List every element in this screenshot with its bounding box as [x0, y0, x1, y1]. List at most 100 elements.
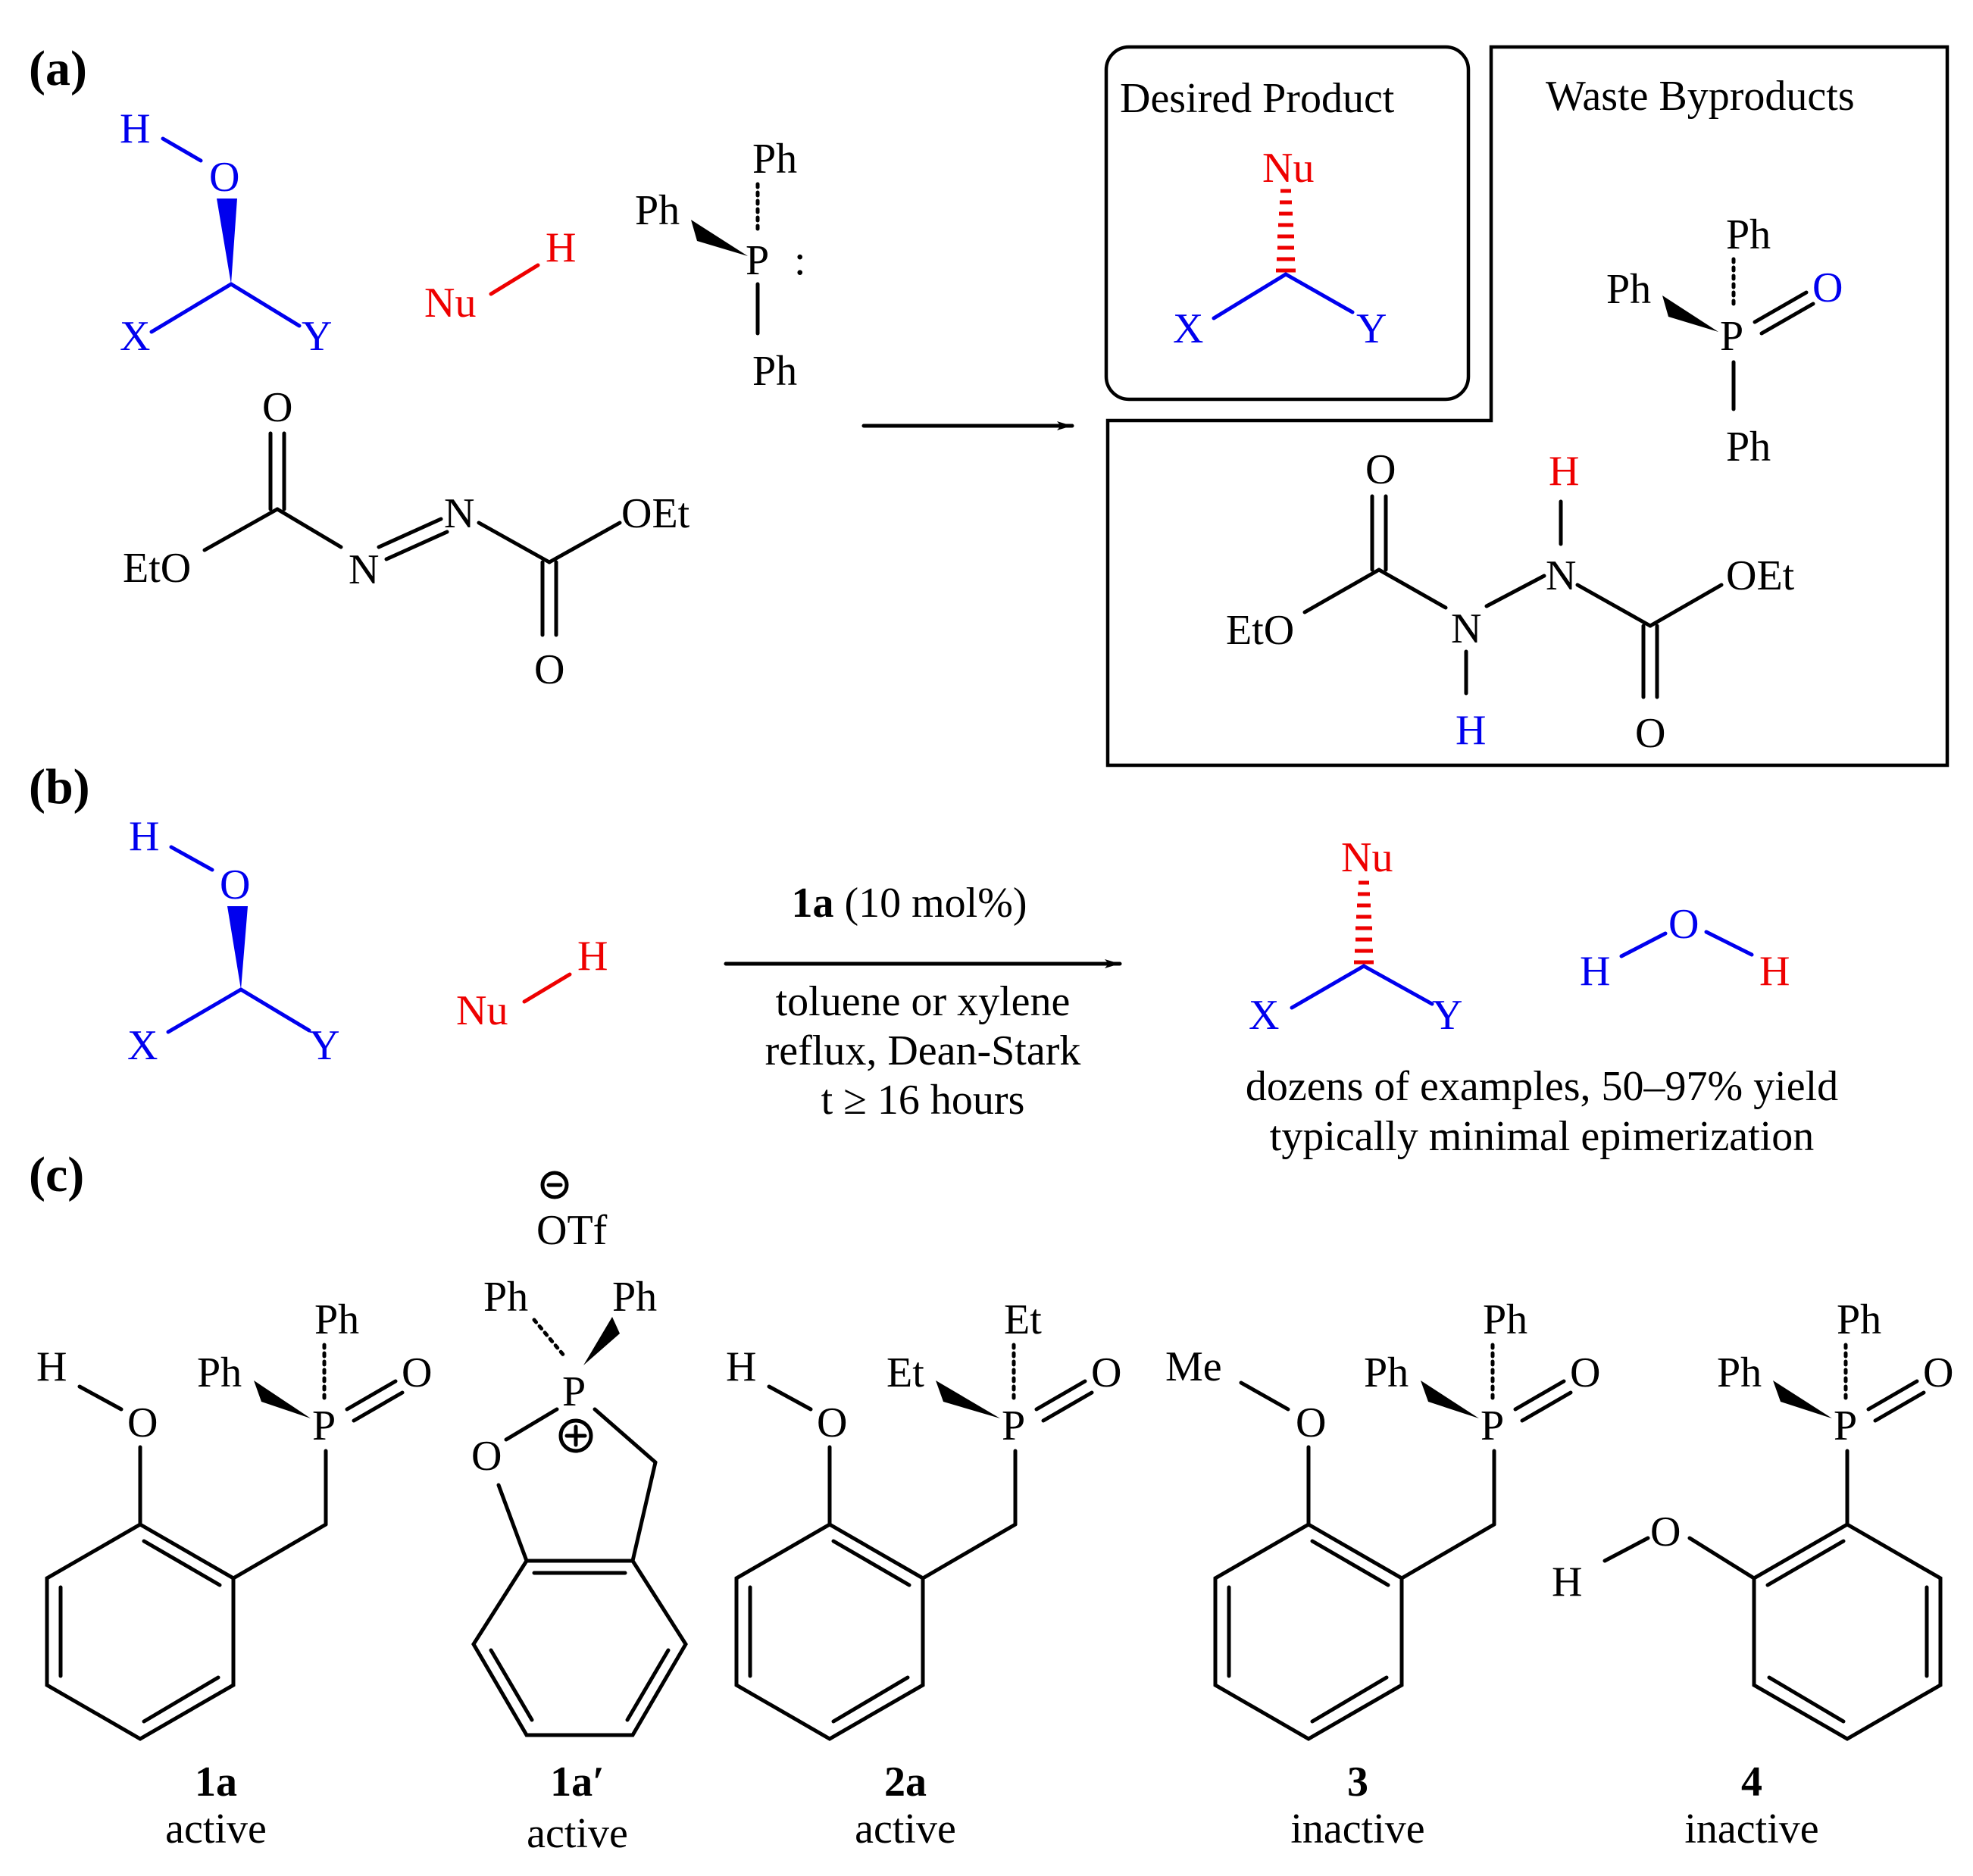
benzene-ring: [45, 1522, 236, 1741]
atom-ph: Ph: [1726, 211, 1771, 258]
nucleophile-a: Nu H: [424, 224, 576, 327]
atom-ph: Ph: [1726, 424, 1771, 471]
nucleophile-b: Nu H: [456, 933, 608, 1034]
atom-et: Et: [1004, 1296, 1042, 1343]
atom-n: N: [1451, 605, 1481, 652]
desired-product-box: Desired Product Nu X Y: [1104, 45, 1471, 402]
atom-x: X: [127, 1022, 158, 1069]
triphenylphosphine-oxide: Ph Ph P O Ph: [1606, 211, 1843, 471]
atom-oet: OEt: [1726, 552, 1795, 599]
atom-nu: Nu: [424, 280, 476, 327]
atom-ph: Ph: [1606, 266, 1651, 313]
condition-solvent: toluene or xylene: [776, 978, 1071, 1025]
desired-product-title: Desired Product: [1120, 75, 1395, 122]
panel-c: (c) H O P Ph Ph O 1a active: [29, 1147, 1953, 1857]
atom-p: P: [562, 1368, 586, 1415]
product-b: Nu X Y: [1249, 834, 1462, 1039]
atom-h: H: [1759, 948, 1790, 995]
atom-ph: Ph: [752, 348, 797, 395]
atom-ph: Ph: [483, 1274, 528, 1321]
compound-status: active: [165, 1806, 267, 1853]
compound-1a-prime: OTf Ph Ph P O 1a′ active: [471, 1171, 688, 1857]
atom-nu: Nu: [1262, 145, 1314, 192]
atom-y: Y: [1356, 305, 1387, 352]
atom-o: O: [1570, 1349, 1600, 1396]
atom-o: O: [817, 1399, 847, 1446]
compound-4: Ph Ph P O O H 4 inactive: [1552, 1296, 1953, 1853]
catalyst-condition: 1a (10 mol%): [791, 880, 1027, 927]
triphenylphosphine: Ph Ph P : Ph: [635, 136, 806, 395]
atom-o: O: [1296, 1399, 1326, 1446]
atom-o: O: [1650, 1509, 1681, 1556]
atom-o: O: [1923, 1349, 1953, 1396]
panel-b: (b) H O X Y Nu H 1a (10 mol%) toluene or…: [29, 759, 1838, 1160]
atom-n: N: [444, 490, 474, 537]
atom-et: Et: [886, 1349, 924, 1396]
atom-h: H: [1552, 1559, 1582, 1606]
atom-o: O: [471, 1433, 502, 1480]
dead-reagent: O EtO N N OEt O: [123, 384, 690, 693]
compound-3: Me O P Ph Ph O 3 inactive: [1165, 1296, 1600, 1853]
atom-o: O: [262, 384, 292, 431]
atom-o: O: [220, 861, 250, 908]
wedge-bond: [583, 1317, 620, 1365]
atom-p: P: [746, 237, 769, 284]
atom-me: Me: [1165, 1343, 1222, 1390]
atom-h: H: [577, 933, 608, 980]
atom-o: O: [1668, 901, 1699, 948]
plus-charge-icon: [558, 1418, 593, 1453]
atom-h: H: [1456, 707, 1486, 754]
benzene-ring: [471, 1559, 688, 1737]
atom-o: O: [209, 154, 239, 201]
atom-h: H: [1580, 948, 1610, 995]
atom-ph: Ph: [197, 1349, 242, 1396]
compound-status: active: [527, 1810, 628, 1857]
atom-y: Y: [302, 313, 332, 360]
atom-x: X: [120, 313, 150, 360]
atom-h: H: [36, 1343, 67, 1390]
atom-n: N: [1546, 552, 1576, 599]
atom-n: N: [349, 546, 379, 593]
atom-oet: OEt: [621, 490, 690, 537]
compound-label: 4: [1741, 1759, 1762, 1806]
alcohol-substrate-b: H O X Y: [127, 813, 339, 1069]
compound-status: inactive: [1290, 1806, 1424, 1853]
atom-h: H: [726, 1343, 756, 1390]
atom-otf: OTf: [536, 1207, 608, 1254]
hashed-bond: [1354, 880, 1374, 965]
atom-h: H: [129, 813, 159, 860]
wedge-bond: [1421, 1380, 1479, 1418]
compound-status: active: [855, 1806, 956, 1853]
water-byproduct: H O H: [1580, 901, 1790, 995]
panel-a: (a) H O X Y Nu H Ph Ph P : Ph: [29, 41, 1950, 768]
atom-nu: Nu: [1341, 834, 1393, 881]
wedge-bond: [936, 1380, 1000, 1418]
waste-byproducts-box: Waste Byproducts Ph Ph P O Ph O EtO: [1105, 45, 1950, 768]
benzene-ring: [1752, 1522, 1943, 1741]
atom-y: Y: [1432, 992, 1462, 1039]
atom-o: O: [1812, 264, 1843, 311]
atom-h: H: [546, 224, 576, 271]
compound-label: 1a: [195, 1759, 237, 1806]
atom-o: O: [1091, 1349, 1121, 1396]
atom-p: P: [1481, 1402, 1504, 1449]
lone-pair: :: [794, 237, 806, 284]
atom-ph: Ph: [635, 187, 680, 234]
alcohol-substrate-a: H O X Y: [120, 105, 332, 360]
result-epimerization: typically minimal epimerization: [1270, 1113, 1814, 1160]
atom-p: P: [1002, 1402, 1025, 1449]
benzene-ring: [1213, 1522, 1404, 1741]
atom-o: O: [1635, 710, 1665, 757]
atom-h: H: [120, 105, 150, 152]
compound-label: 2a: [884, 1759, 927, 1806]
panel-label-c: (c): [29, 1147, 84, 1202]
atom-ph: Ph: [1364, 1349, 1409, 1396]
panel-label-b: (b): [29, 759, 90, 814]
atom-p: P: [312, 1402, 336, 1449]
atom-h: H: [1549, 448, 1579, 495]
compound-label: 3: [1347, 1759, 1368, 1806]
atom-o: O: [402, 1349, 432, 1396]
wedge-bond: [227, 906, 248, 990]
atom-y: Y: [309, 1022, 339, 1069]
atom-p: P: [1834, 1402, 1857, 1449]
